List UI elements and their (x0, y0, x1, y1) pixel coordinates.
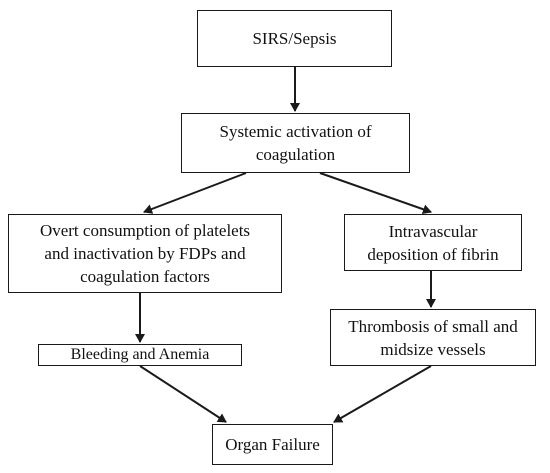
node-sirs-sepsis: SIRS/Sepsis (197, 10, 392, 67)
node-intravascular-deposition: Intravascular deposition of fibrin (344, 214, 522, 271)
node-systemic-activation-line-2: coagulation (255, 145, 336, 164)
node-systemic-activation: Systemic activation of coagulation (181, 113, 410, 173)
node-organ-failure-label: Organ Failure (225, 435, 320, 454)
node-overt-consumption-line-1: Overt consumption of platelets (39, 221, 251, 240)
node-sirs-sepsis-label: SIRS/Sepsis (252, 29, 337, 48)
node-thrombosis-line-1: Thrombosis of small and (348, 316, 518, 336)
node-intravascular-deposition-line-1: Intravascular (388, 221, 478, 241)
node-overt-consumption-line-3: coagulation factors (80, 267, 210, 286)
node-intravascular-deposition-line-2: deposition of fibrin (367, 244, 499, 264)
node-bleeding-anemia: Bleeding and Anemia (38, 344, 242, 366)
node-thrombosis: Thrombosis of small and midsize vessels (330, 309, 536, 366)
node-overt-consumption: Overt consumption of platelets and inact… (8, 214, 282, 293)
arrow-systemic-to-intravascular (319, 172, 432, 215)
arrow-bleeding-to-organ (139, 365, 227, 423)
node-systemic-activation-line-1: Systemic activation of (219, 122, 372, 141)
arrow-systemic-to-overt (143, 172, 247, 214)
arrow-thrombosis-to-organ (333, 365, 432, 423)
node-bleeding-anemia-label: Bleeding and Anemia (70, 346, 210, 363)
node-thrombosis-line-2: midsize vessels (380, 339, 486, 359)
node-overt-consumption-line-2: and inactivation by FDPs and (44, 244, 246, 263)
node-organ-failure: Organ Failure (212, 424, 333, 465)
